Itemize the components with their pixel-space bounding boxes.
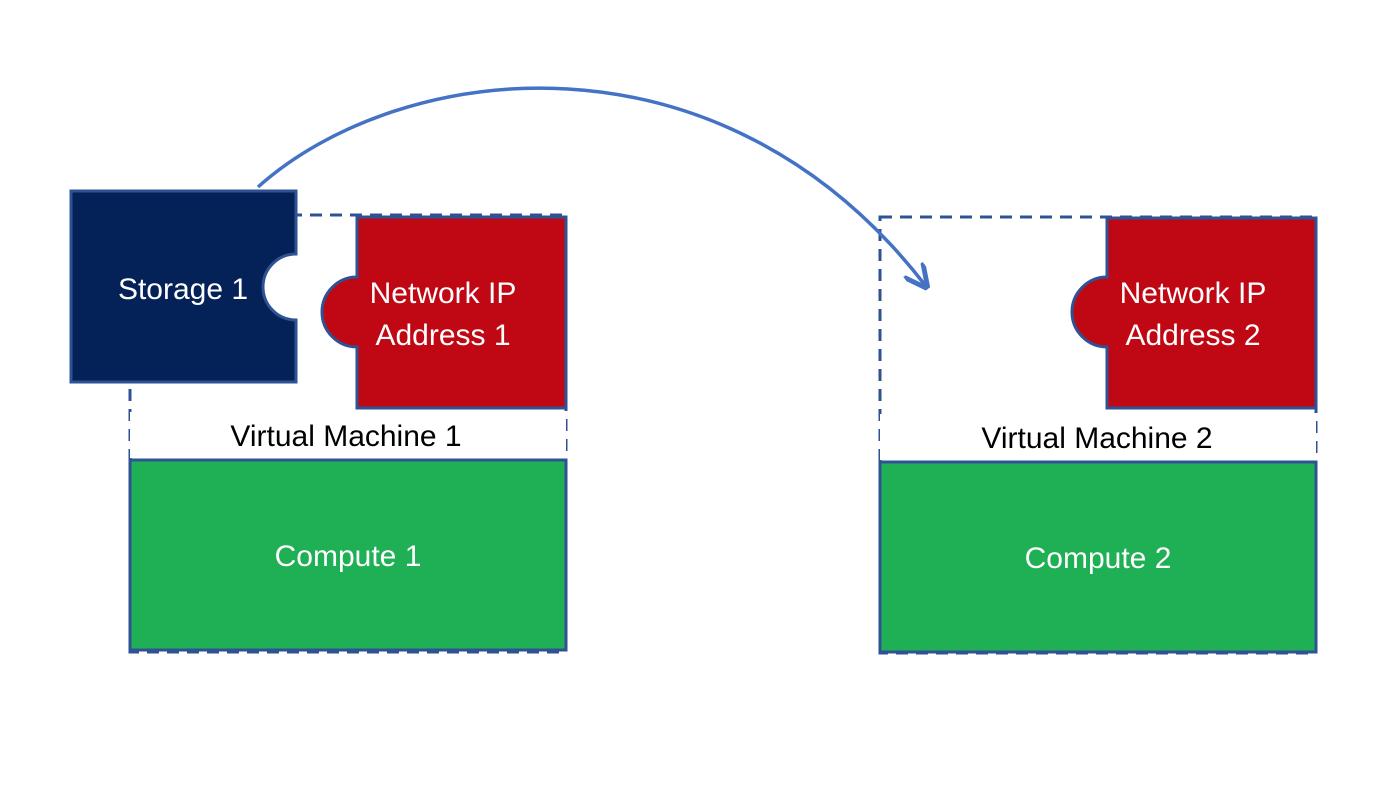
network-ip-2-label-line1: Network IP <box>1120 277 1267 310</box>
network-ip-2-label-line2: Address 2 <box>1125 319 1260 352</box>
storage-1-piece <box>69 189 298 384</box>
compute-1-label: Compute 1 <box>275 540 422 573</box>
network-ip-1-label-line2: Address 1 <box>375 319 510 352</box>
network-ip-1-label-line1: Network IP <box>370 277 517 310</box>
network-ip-1-piece <box>320 215 568 410</box>
migration-arrow <box>256 86 925 285</box>
vm2-label: Virtual Machine 2 <box>981 422 1212 455</box>
vm1-label: Virtual Machine 1 <box>230 420 461 453</box>
virtual-machine-1: Compute 1 Virtual Machine 1 Network IP A… <box>69 189 568 654</box>
network-ip-2-piece <box>1070 216 1318 410</box>
compute-1-box <box>128 458 568 652</box>
compute-2-box <box>878 460 1318 654</box>
storage-1-label: Storage 1 <box>118 273 248 306</box>
virtual-machine-2: Compute 2 Virtual Machine 2 Network IP A… <box>878 215 1318 655</box>
compute-2-label: Compute 2 <box>1025 542 1172 575</box>
